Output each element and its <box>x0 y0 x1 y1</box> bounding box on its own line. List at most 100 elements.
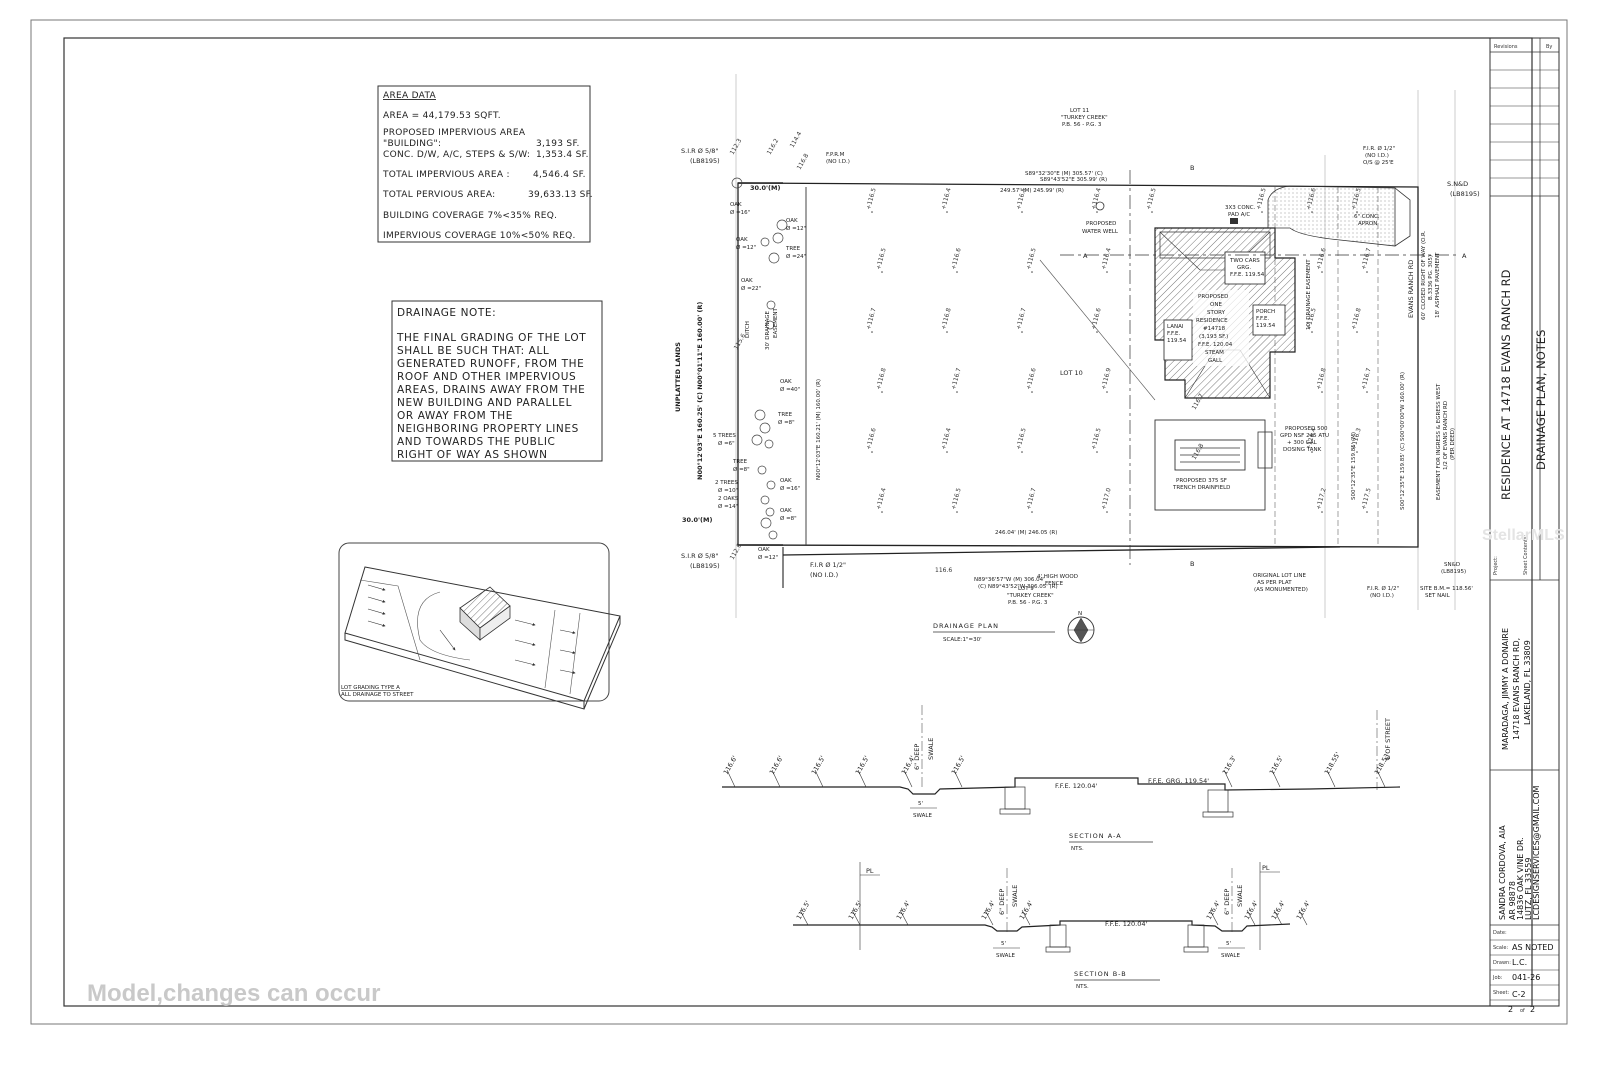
house-label: (3,193 SF.) <box>1199 334 1228 340</box>
section-bb-elevation: 116.5' <box>795 899 812 921</box>
note-line: NEIGHBORING PROPERTY LINES <box>397 423 579 435</box>
section-a-marker: A <box>1462 252 1467 260</box>
grid-elevation-point <box>1356 451 1358 453</box>
section-tick <box>1376 769 1386 788</box>
note-line: ROOF AND OTHER IMPERVIOUS <box>397 371 576 383</box>
section-aa-elevation: 116.5' <box>810 754 827 776</box>
ingress-label: EASEMENT FOR INGRESS & EGRESS WEST <box>1436 383 1442 500</box>
section-bb-swale-label: SWALE <box>1011 885 1019 907</box>
garage-label: TWO CARS <box>1229 258 1260 264</box>
sheet-contents-label: Sheet Contents: <box>1523 534 1529 575</box>
section-bb-title: SECTION B-B <box>1074 970 1127 978</box>
grid-elevation-point <box>1321 391 1323 393</box>
north-lot-label: P.B. 56 - P.G. 3 <box>1062 122 1102 128</box>
south-lot-label: P.B. 56 - P.G. 3 <box>1008 600 1048 606</box>
north-lot-label: LOT 11 <box>1070 108 1089 114</box>
grid-elevation: +116.7 <box>950 367 963 390</box>
section-tick <box>1326 769 1336 788</box>
area-value: 39,633.13 SF. <box>528 190 593 200</box>
grid-elevation: +116.7 <box>1360 367 1373 390</box>
section-tick <box>903 769 913 788</box>
east-bearing-label: S00°12'35"E 159.85' (C) S00°00'00"W 160.… <box>1400 372 1406 510</box>
note-line: NEW BUILDING AND PARALLEL <box>397 397 572 409</box>
tree-size: Ø =22" <box>741 285 761 292</box>
grid-elevation-point <box>881 511 883 513</box>
grid-elevation-point <box>1031 271 1033 273</box>
grid-elevation: +117.2 <box>1315 487 1328 510</box>
grid-elevation: +116.8 <box>1350 307 1363 330</box>
house-label: STORY <box>1207 310 1226 316</box>
tree-label: OAK <box>780 478 792 484</box>
monument-se: (LB8195) <box>1441 569 1466 575</box>
note-line: AND TOWARDS THE PUBLIC <box>397 436 556 448</box>
grid-elevation: +116.5 <box>865 187 878 210</box>
tree-size: Ø =16" <box>730 209 750 216</box>
original-lot-line-label: (AS MONUMENTED) <box>1254 587 1308 593</box>
drainage-note-box: DRAINAGE NOTE: THE FINAL GRADING OF THE … <box>391 300 603 462</box>
north-lot-label: "TURKEY CREEK" <box>1061 115 1108 121</box>
lot-grading-caption-2: ALL DRAINAGE TO STREET <box>341 692 414 698</box>
tree-size: Ø =8" <box>733 466 750 473</box>
section-tick <box>1271 769 1281 788</box>
section-b-marker: B <box>1190 560 1194 568</box>
grid-elevation-point <box>881 391 883 393</box>
scale-value: AS NOTED <box>1512 943 1553 952</box>
section-aa-elevation: 116.5' <box>950 754 967 776</box>
grid-elevation: +116.8 <box>1315 367 1328 390</box>
architect-license: AR 98878 <box>1508 881 1517 920</box>
monument-ne: (LB8195) <box>1450 190 1480 198</box>
tree-label: OAK <box>758 547 770 553</box>
grid-elevation: +116.8 <box>875 367 888 390</box>
monument-fir-ne: (NO I.D.) <box>1365 153 1389 159</box>
area-line: "BUILDING": <box>383 139 441 149</box>
trees <box>731 177 788 540</box>
section-aa-elevation: 118.55' <box>1323 751 1342 776</box>
section-bb-swale-dim: 5' <box>1226 941 1231 947</box>
tree-label: OAK <box>780 508 792 514</box>
tree-label: OAK <box>736 237 748 243</box>
garage-label: GRG. <box>1237 265 1251 271</box>
grid-elevation-point <box>1311 211 1313 213</box>
outer-border <box>30 19 1568 1025</box>
grid-elevation-point <box>1366 271 1368 273</box>
grid-elevation: +116.7 <box>1360 247 1373 270</box>
note-line: RIGHT OF WAY AS SHOWN <box>397 449 548 461</box>
tree-label: TREE <box>732 459 748 465</box>
section-bb-elevation: 116.4' <box>1018 899 1035 921</box>
septic-label: PROPOSED 500 <box>1285 426 1328 432</box>
lanai-label: 119.54 <box>1167 338 1187 344</box>
grid-elevation-point <box>1321 271 1323 273</box>
date-label: Date: <box>1493 930 1507 936</box>
septic-label: GPD NSF 245 ATU <box>1280 433 1329 439</box>
grid-elevation-point <box>1096 331 1098 333</box>
fprm-label: F.P.R.M <box>826 152 845 158</box>
area-line: AREA = 44,179.53 SQFT. <box>383 111 501 121</box>
section-tick <box>771 769 781 788</box>
tree-label: TREE <box>785 246 801 252</box>
section-aa-street: ℄ OF STREET <box>1384 718 1392 760</box>
sheet-title: DRAINAGE PLAN, NOTES <box>1534 330 1548 470</box>
note-line: AREAS, DRAINS AWAY FROM THE <box>397 384 585 396</box>
section-bb-pl: PL <box>866 867 874 875</box>
grid-elevation: +116.8 <box>940 307 953 330</box>
west-bearing-label: N00°12'03"E 160.25' (C) N00°01'11"E 160.… <box>696 302 704 480</box>
grid-elevation-point <box>946 331 948 333</box>
section-bb-elevation: 116.4' <box>1243 899 1260 921</box>
section-tick <box>814 769 824 788</box>
section-bb-nts: NTS. <box>1076 984 1089 990</box>
grid-elevation-point <box>1106 271 1108 273</box>
grid-elevation-point <box>946 211 948 213</box>
porch-label: PORCH <box>1256 309 1275 315</box>
grid-elevation: +116.5 <box>1015 427 1028 450</box>
elevation-grid: +116.5+116.4+116.5+116.4+116.5+116.5+116… <box>865 187 1373 513</box>
project-label: Project: <box>1493 556 1499 575</box>
tree-label: OAK <box>780 379 792 385</box>
fence-label: FENCE <box>1045 581 1064 587</box>
section-tick <box>1223 769 1233 788</box>
north-distance: 249.57' (M) 245.99' (R) <box>1000 188 1064 194</box>
section-tick <box>1273 909 1283 926</box>
architect-city: LUTZ, FL 33559 <box>1524 858 1533 920</box>
north-arrow: N <box>1067 611 1095 644</box>
grid-elevation: +116.6 <box>950 247 963 270</box>
area-data-title: AREA DATA <box>383 91 437 101</box>
